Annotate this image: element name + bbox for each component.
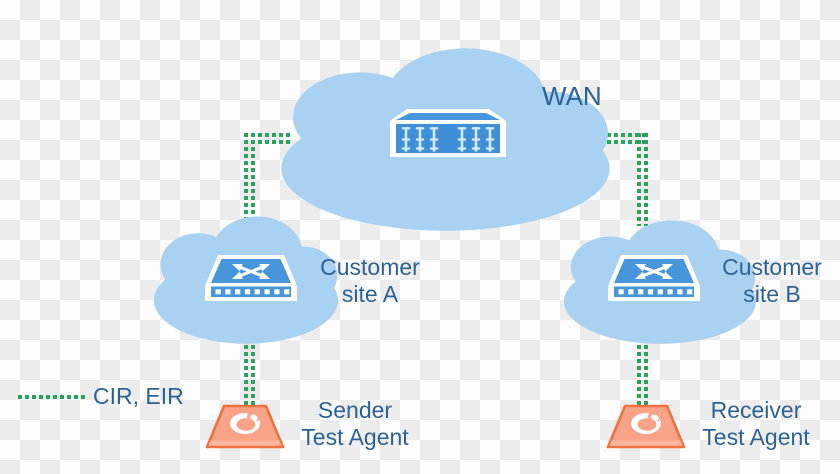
site-a-label-line2: site A xyxy=(341,281,399,307)
switch-icon-site-b xyxy=(608,255,700,301)
receiver-agent-label: Receiver Test Agent xyxy=(694,397,818,451)
wan-label: WAN xyxy=(542,81,602,111)
site-b-label-line2: site B xyxy=(743,281,801,307)
link-wan-site-b-vertical xyxy=(637,133,648,226)
site-a-label: Customer site A xyxy=(318,254,422,308)
link-wan-site-a-vertical xyxy=(244,133,255,223)
sender-agent-label: Sender Test Agent xyxy=(293,397,417,451)
site-b-label-line1: Customer xyxy=(722,254,822,280)
link-site-b-receiver-agent xyxy=(637,345,648,409)
site-a-label-line1: Customer xyxy=(320,254,420,280)
link-wan-site-b-horizontal xyxy=(600,133,648,144)
site-b-label: Customer site B xyxy=(720,254,824,308)
sender-agent-label-line2: Test Agent xyxy=(301,424,409,450)
switch-icon-site-a xyxy=(205,255,297,301)
receiver-agent-label-line1: Receiver xyxy=(710,397,802,423)
agent-swirl-logo xyxy=(631,410,662,434)
link-wan-site-a-horizontal xyxy=(244,133,293,144)
test-agent-icon-receiver xyxy=(606,404,686,449)
test-agent-icon-sender xyxy=(205,404,285,449)
sender-agent-label-line1: Sender xyxy=(317,397,393,423)
receiver-agent-label-line2: Test Agent xyxy=(702,424,810,450)
link-site-a-sender-agent xyxy=(244,345,255,409)
router-icon xyxy=(390,109,506,157)
legend-dotted-line xyxy=(18,395,85,399)
agent-swirl-logo xyxy=(230,410,261,434)
legend-label: CIR, EIR xyxy=(93,383,184,409)
